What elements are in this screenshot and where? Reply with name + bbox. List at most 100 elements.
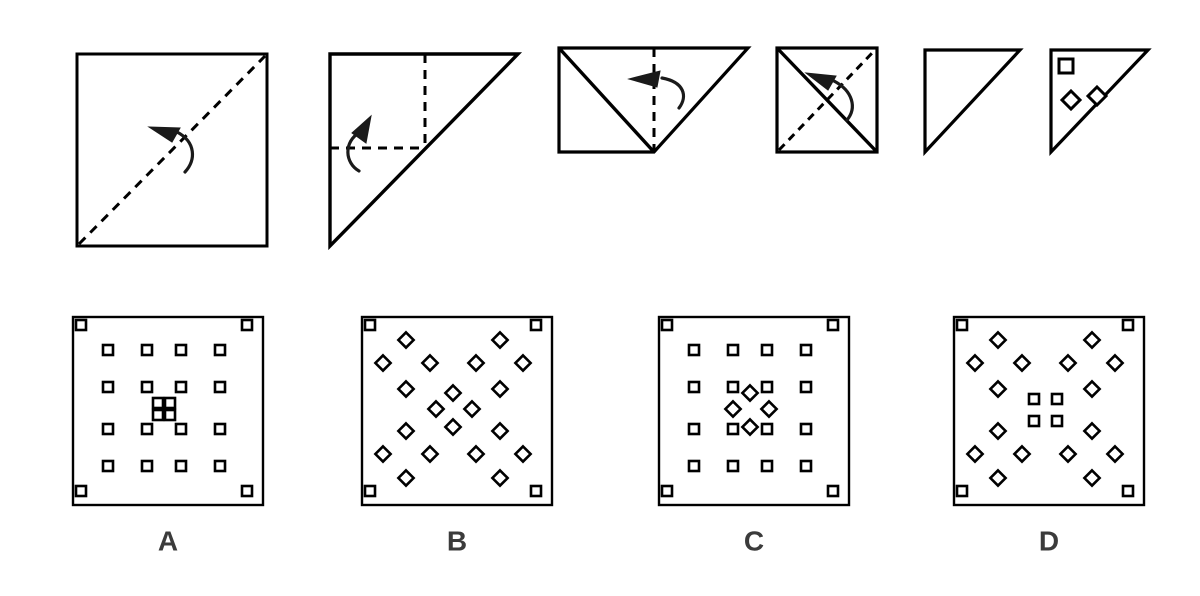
hole-square bbox=[74, 318, 88, 332]
hole-square bbox=[529, 318, 543, 332]
fold-step-6 bbox=[1049, 48, 1152, 157]
answer-option-b[interactable]: B bbox=[360, 315, 554, 556]
hole-square bbox=[213, 380, 227, 394]
option-c-frame[interactable] bbox=[657, 315, 851, 507]
step-6-hole-diamond-left bbox=[1059, 88, 1083, 112]
step-1-fold-line bbox=[77, 54, 267, 246]
step-2-triangle bbox=[328, 52, 523, 251]
fold-step-5 bbox=[923, 48, 1024, 157]
hole-diamond bbox=[1082, 330, 1102, 350]
hole-diamond bbox=[759, 399, 779, 419]
hole-diamond bbox=[1105, 353, 1125, 373]
step-3-arrow-head bbox=[627, 70, 661, 88]
hole-square bbox=[101, 380, 115, 394]
hole-diamond bbox=[1082, 421, 1102, 441]
hole-square bbox=[760, 343, 774, 357]
hole-square bbox=[760, 422, 774, 436]
hole-square bbox=[363, 484, 377, 498]
hole-square bbox=[1121, 318, 1135, 332]
hole-square bbox=[240, 318, 254, 332]
hole-square bbox=[140, 343, 154, 357]
hole-square bbox=[140, 459, 154, 473]
option-d-label: D bbox=[1039, 525, 1059, 556]
hole-diamond bbox=[723, 399, 743, 419]
option-c-label: C bbox=[744, 525, 764, 556]
fold-step-1 bbox=[75, 52, 269, 248]
hole-square bbox=[174, 380, 188, 394]
hole-square bbox=[687, 459, 701, 473]
hole-square bbox=[687, 343, 701, 357]
answer-option-d[interactable]: D bbox=[952, 315, 1146, 556]
step-4-solid-diagonal bbox=[776, 47, 878, 153]
hole-diamond bbox=[988, 330, 1008, 350]
hole-diamond bbox=[396, 330, 416, 350]
answer-option-c[interactable]: C bbox=[657, 315, 851, 556]
hole-square bbox=[174, 343, 188, 357]
hole-square bbox=[174, 422, 188, 436]
hole-square bbox=[799, 422, 813, 436]
hole-diamond bbox=[466, 353, 486, 373]
hole-square bbox=[213, 422, 227, 436]
hole-square bbox=[826, 318, 840, 332]
hole-diamond bbox=[513, 353, 533, 373]
hole-diamond bbox=[1082, 468, 1102, 488]
hole-square bbox=[1050, 392, 1064, 406]
fold-step-3 bbox=[557, 46, 752, 154]
hole-square bbox=[213, 343, 227, 357]
hole-square bbox=[101, 343, 115, 357]
hole-square bbox=[101, 459, 115, 473]
hole-square bbox=[140, 422, 154, 436]
hole-diamond bbox=[490, 379, 510, 399]
step-1-arrow-arc bbox=[175, 130, 194, 174]
hole-square bbox=[1121, 484, 1135, 498]
step-6-hole-diamond-right bbox=[1085, 84, 1109, 108]
hole-diamond bbox=[1058, 353, 1078, 373]
hole-diamond bbox=[513, 444, 533, 464]
hole-diamond bbox=[396, 468, 416, 488]
step-3-arrow-arc bbox=[660, 76, 685, 110]
hole-diamond bbox=[373, 444, 393, 464]
option-b-label: B bbox=[447, 525, 467, 556]
hole-diamond bbox=[443, 417, 463, 437]
hole-square bbox=[163, 396, 177, 410]
hole-square bbox=[955, 484, 969, 498]
hole-square bbox=[151, 408, 165, 422]
hole-square bbox=[660, 318, 674, 332]
hole-square bbox=[726, 343, 740, 357]
hole-square bbox=[799, 343, 813, 357]
hole-square bbox=[213, 459, 227, 473]
hole-square bbox=[760, 459, 774, 473]
fold-step-4 bbox=[775, 46, 879, 154]
hole-square bbox=[74, 484, 88, 498]
hole-diamond bbox=[1082, 379, 1102, 399]
option-d-frame[interactable] bbox=[952, 315, 1146, 507]
hole-diamond bbox=[420, 353, 440, 373]
option-a-label: A bbox=[158, 525, 178, 556]
hole-diamond bbox=[490, 468, 510, 488]
hole-square bbox=[726, 380, 740, 394]
hole-diamond bbox=[965, 444, 985, 464]
answer-options: A B C D bbox=[71, 315, 1146, 556]
hole-square bbox=[726, 422, 740, 436]
fold-step-2 bbox=[328, 52, 523, 251]
option-b-frame[interactable] bbox=[360, 315, 554, 507]
answer-option-a[interactable]: A bbox=[71, 315, 265, 556]
hole-diamond bbox=[740, 383, 760, 403]
hole-square bbox=[174, 459, 188, 473]
hole-diamond bbox=[740, 417, 760, 437]
hole-square bbox=[140, 380, 154, 394]
hole-diamond bbox=[988, 421, 1008, 441]
hole-diamond bbox=[490, 421, 510, 441]
hole-square bbox=[726, 459, 740, 473]
hole-square bbox=[151, 396, 165, 410]
hole-square bbox=[687, 422, 701, 436]
hole-square bbox=[826, 484, 840, 498]
hole-square bbox=[687, 380, 701, 394]
hole-diamond bbox=[420, 444, 440, 464]
hole-square bbox=[1050, 414, 1064, 428]
step-1-arrow-head bbox=[147, 126, 181, 143]
step-3-left-diagonal bbox=[557, 46, 656, 154]
hole-diamond bbox=[1058, 444, 1078, 464]
